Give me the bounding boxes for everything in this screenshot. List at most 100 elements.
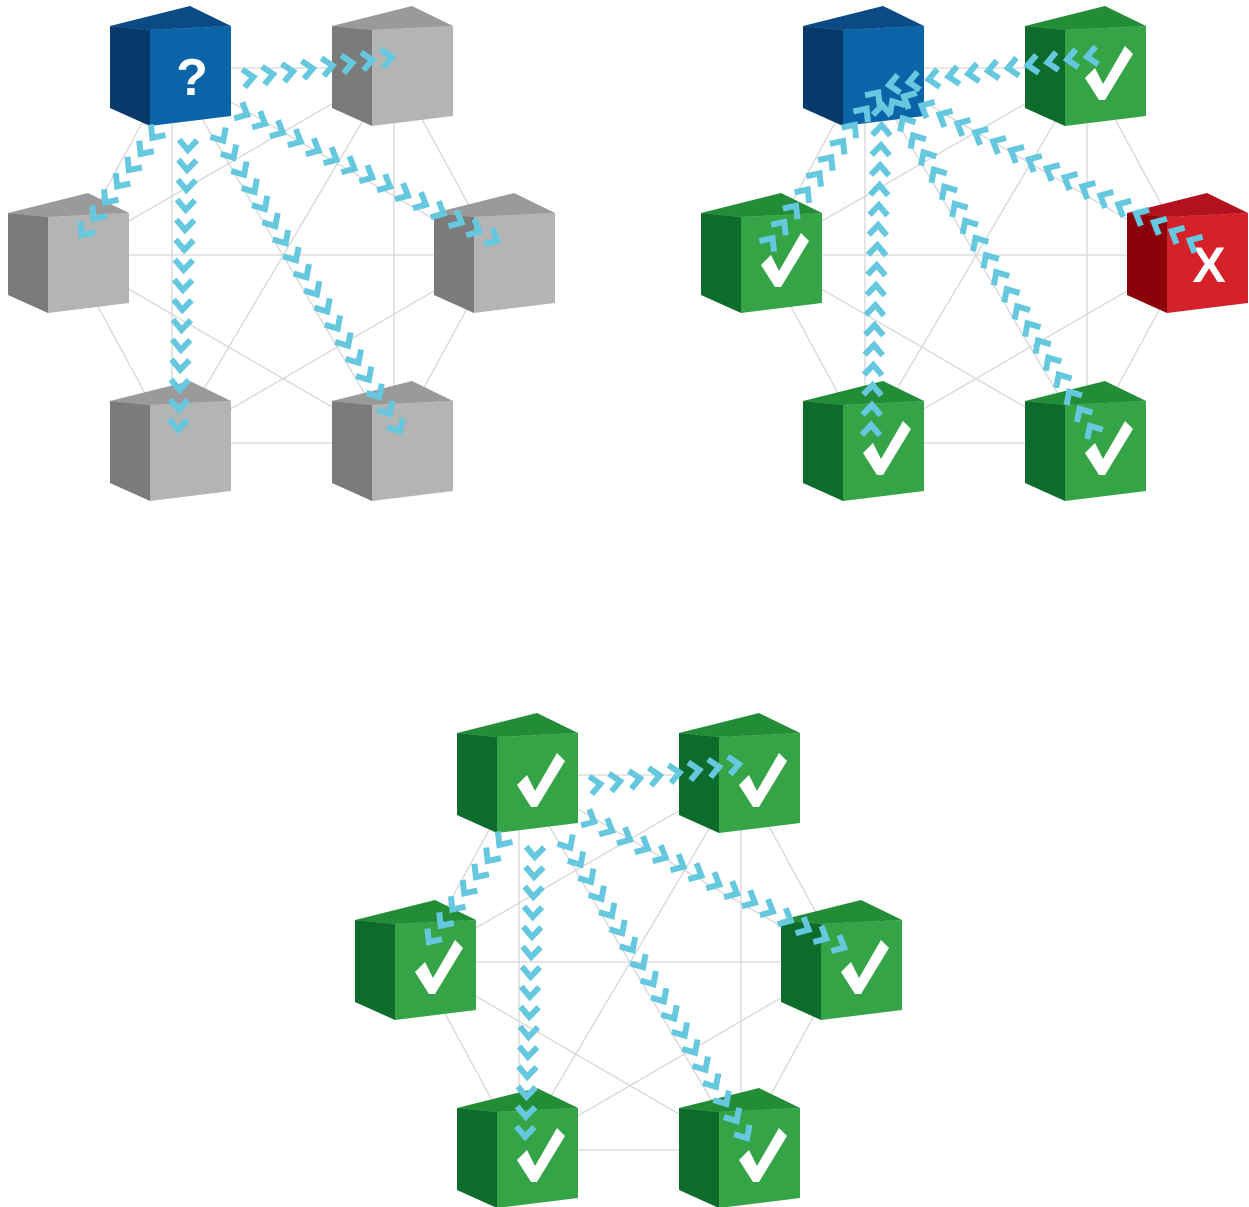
- chevron-icon: [865, 260, 888, 278]
- chevron-icon: [980, 251, 1000, 269]
- node-cube-gray: [8, 193, 129, 313]
- chevron-icon: [517, 1024, 541, 1042]
- chevron-icon: [691, 1055, 711, 1074]
- chevron-icon: [686, 759, 704, 783]
- cube-front-face: [843, 401, 924, 501]
- cube-left-face: [457, 1108, 497, 1207]
- chevron-icon: [723, 880, 742, 901]
- chevron-icon: [829, 137, 848, 155]
- chevron-icon: [722, 1107, 743, 1125]
- chevron-icon: [412, 191, 430, 212]
- message-arrows: [424, 754, 849, 1142]
- message-arrow: [758, 88, 883, 252]
- chevron-icon: [860, 400, 883, 418]
- chevron-icon: [782, 202, 801, 220]
- chevron-icon: [587, 773, 605, 797]
- chevron-icon: [702, 1073, 722, 1091]
- chevron-icon: [669, 853, 688, 874]
- node-cube-green: [701, 193, 822, 313]
- checkmark-icon: [761, 233, 809, 287]
- cube-front-face: [719, 733, 800, 833]
- chevron-icon: [514, 1104, 538, 1122]
- chevron-icon: [776, 907, 795, 928]
- chevron-icon: [299, 58, 318, 81]
- cube-left-face: [1025, 26, 1065, 126]
- chevron-icon: [1114, 197, 1132, 218]
- chevron-icon: [859, 420, 883, 438]
- chevron-icon: [1011, 302, 1031, 321]
- chevron-icon: [580, 808, 599, 829]
- panel-query: ?: [8, 6, 555, 501]
- arrow-layer: [424, 754, 849, 1142]
- node-cube-green: [457, 713, 578, 833]
- chevron-icon: [598, 817, 617, 838]
- arrow-layer: [758, 44, 1204, 440]
- cube-top-face: [803, 6, 924, 30]
- chevron-icon: [1007, 143, 1025, 165]
- chevron-icon: [608, 919, 628, 937]
- chevron-icon: [1023, 53, 1041, 76]
- chevron-icon: [687, 862, 706, 883]
- chevron-icon: [523, 864, 546, 882]
- chevron-icon: [1078, 179, 1097, 201]
- chevron-icon: [907, 131, 927, 150]
- checkmark-icon: [517, 1128, 565, 1182]
- chevron-icon: [566, 850, 587, 869]
- arrow-layer: [77, 47, 502, 435]
- chevron-icon: [990, 268, 1011, 286]
- cube-top-face: [1025, 381, 1146, 405]
- node-cubes: X: [701, 6, 1248, 501]
- chevron-icon: [953, 116, 972, 138]
- cube-top-face: [355, 900, 476, 924]
- chevron-icon: [271, 229, 292, 248]
- chevron-icon: [521, 904, 545, 922]
- chevron-icon: [523, 844, 547, 862]
- chevron-icon: [639, 970, 659, 989]
- chevron-icon: [379, 47, 397, 70]
- chevron-icon: [319, 55, 337, 78]
- message-arrow: [886, 97, 1104, 440]
- cube-top-face: [332, 6, 453, 30]
- chevron-icon: [172, 257, 196, 275]
- chevron-icon: [852, 105, 871, 123]
- chevron-icon: [251, 195, 271, 213]
- chevron-icon: [944, 64, 962, 87]
- chevron-icon: [376, 173, 395, 194]
- chevron-icon: [868, 160, 892, 178]
- chevron-icon: [174, 217, 197, 235]
- network-edges: [69, 67, 497, 444]
- cube-left-face: [8, 213, 48, 313]
- chevron-icon: [465, 217, 484, 239]
- chevron-icon: [770, 218, 789, 236]
- chevron-icon: [863, 320, 886, 338]
- cube-left-face: [110, 401, 150, 501]
- cube-top-face: [701, 193, 822, 217]
- cube-top-face: [110, 381, 231, 405]
- chevron-icon: [175, 177, 198, 195]
- cube-left-face: [110, 26, 150, 126]
- chevron-icon: [556, 833, 576, 852]
- chevron-icon: [587, 885, 607, 903]
- cube-left-face: [803, 401, 843, 501]
- node-cube-green: [1025, 6, 1146, 126]
- chevron-icon: [89, 205, 108, 223]
- message-arrow: [240, 47, 397, 90]
- chevron-icon: [77, 221, 96, 239]
- cube-top-face: [332, 381, 453, 405]
- chevron-icon: [1132, 206, 1150, 227]
- chevron-icon: [100, 188, 120, 207]
- message-arrow: [556, 833, 753, 1142]
- cube-top-face: [679, 713, 800, 737]
- chevron-icon: [287, 128, 305, 149]
- cube-front-face: [48, 213, 129, 313]
- message-arrow: [233, 101, 502, 248]
- chevron-icon: [870, 120, 893, 138]
- cube-left-face: [1127, 213, 1167, 313]
- chevron-icon: [483, 847, 502, 865]
- checkmark-icon: [1085, 46, 1133, 100]
- chevron-icon: [340, 155, 359, 176]
- message-arrow: [77, 124, 167, 239]
- chevron-icon: [949, 199, 969, 218]
- chevron-icon: [358, 164, 377, 185]
- cube-left-face: [332, 401, 372, 501]
